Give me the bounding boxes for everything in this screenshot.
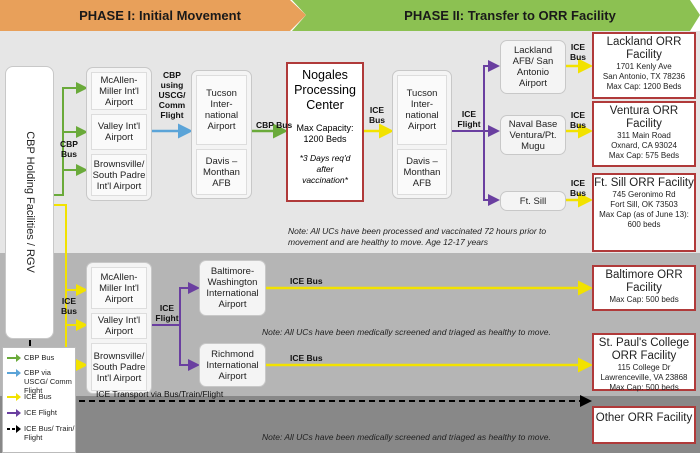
site-ftsill: Ft. Sill [500,191,566,211]
legend-ice-transport: ICE Bus/ Train/ Flight [7,424,75,442]
site-lackland: Lackland AFB/ San Antonio Airport [500,40,566,94]
phase1-airports-top: McAllen-Miller Int'l Airport Valley Int'… [86,67,152,201]
orr-ventura: Ventura ORR Facility 311 Main Road Oxnar… [592,101,696,167]
phase1-title: PHASE I: Initial Movement [79,8,241,23]
orr-ftsill-line1: 745 Geronimo Rd [612,190,676,199]
orr-stpauls-title: St. Paul's College ORR Facility [598,337,690,362]
orr-other-title: Other ORR Facility [595,412,693,424]
davis-monthan-1: Davis – Monthan AFB [196,149,247,195]
tucson-stack-2: Tucson Inter-national Airport Davis – Mo… [392,70,452,199]
orr-lackland-line2: San Antonio, TX 78236 [602,72,686,81]
orr-ventura-line1: 311 Main Road [617,131,671,140]
orr-baltimore: Baltimore ORR Facility Max Cap: 500 beds [592,265,696,311]
legend: CBP Bus CBP via USCG/ Comm Flight ICE Bu… [2,347,76,453]
orr-lackland-line1: 1701 Kenly Ave [616,62,672,71]
orr-baltimore-title: Baltimore ORR Facility [605,269,683,294]
label-ice-flight-1: ICE Flight [457,109,481,129]
note-3: Note: All UCs have been medically screen… [262,432,551,442]
orr-ftsill: Ft. Sill ORR Facility 745 Geronimo Rd Fo… [592,173,696,252]
nogales-title: Nogales Processing Center [294,68,356,112]
orr-stpauls-line2: Lawrenceville, VA 23868 [600,373,688,382]
airport-valley-top: Valley Int'l Airport [91,114,147,150]
label-ice-bus-balt: ICE Bus [290,276,323,286]
legend-label-ice-transport: ICE Bus/ Train/ Flight [24,424,75,442]
orr-ventura-line2: Oxnard, CA 93024 [611,141,677,150]
legend-purple-arrow-icon [7,409,21,417]
site-ventura: Naval Base Ventura/Pt. Mugu [500,115,566,155]
orr-stpauls-line3: Max Cap: 500 beds [609,383,679,392]
phase-header-arrows [0,0,700,31]
legend-blue-arrow-icon [7,369,21,377]
legend-cbp-bus: CBP Bus [7,353,54,362]
label-ice-bus-ventura: ICE Bus [569,110,587,130]
orr-other: Other ORR Facility [592,406,696,444]
nogales-note: *3 Days req'd after vaccination* [299,153,351,185]
label-ice-bus-left: ICE Bus [60,296,78,316]
airport-mcallen-bottom: McAllen-Miller Int'l Airport [91,267,147,309]
orr-stpauls-line1: 115 College Dr [617,363,671,372]
label-ice-bus-1: ICE Bus [368,105,386,125]
orr-ftsill-line4: 600 beds [627,220,661,229]
note-1: Note: All UCs have been processed and va… [288,226,547,247]
orr-ventura-title: Ventura ORR Facility [609,105,679,130]
legend-green-arrow-icon [7,354,21,362]
airport-baltimore-washington: Baltimore-Washington International Airpo… [199,260,266,316]
orr-lackland: Lackland ORR Facility 1701 Kenly Ave San… [592,32,696,99]
label-ice-flight-2: ICE Flight [155,303,179,323]
label-ice-bus-lackland: ICE Bus [569,42,587,62]
orr-lackland-title: Lackland ORR Facility [606,36,682,61]
airport-valley-bottom: Valley Int'l Airport [91,313,147,339]
label-ice-bus-ftsill: ICE Bus [569,178,587,198]
tucson-airport-2: Tucson Inter-national Airport [397,75,447,145]
airport-brownsville-bottom: Brownsville/ South Padre Int'l Airport [91,343,147,391]
label-ice-bus-rich: ICE Bus [290,353,323,363]
tucson-stack-1: Tucson Inter-national Airport Davis – Mo… [191,70,252,199]
orr-lackland-line3: Max Cap: 1200 Beds [606,82,682,91]
tucson-airport-1: Tucson Inter-national Airport [196,75,247,145]
label-cbp-usscg: CBP using USCG/ Comm Flight [158,70,186,120]
label-ice-transport: ICE Transport via Bus/Train/Flight [96,389,224,399]
cbp-holding-box [5,66,54,339]
phase1-airports-bottom: McAllen-Miller Int'l Airport Valley Int'… [86,262,152,394]
orr-ventura-line3: Max Cap: 575 Beds [608,151,680,160]
legend-label-cbp-bus: CBP Bus [24,353,55,362]
orr-baltimore-line1: Max Cap: 500 beds [609,295,679,304]
legend-label-ice-flight: ICE Flight [24,408,57,417]
airport-mcallen-top: McAllen-Miller Int'l Airport [91,72,147,110]
nogales-capacity: Max Capacity: 1200 Beds [296,123,354,144]
legend-label-cbp-flight: CBP via USCG/ Comm Flight [24,368,72,395]
label-cbp-bus-2: CBP Bus [256,120,293,130]
orr-ftsill-title: Ft. Sill ORR Facility [594,177,694,189]
legend-yellow-arrow-icon [7,393,21,401]
legend-ice-flight: ICE Flight [7,408,57,417]
legend-ice-bus: ICE Bus [7,392,52,401]
orr-ftsill-line3: Max Cap (as of June 13): [599,210,689,219]
orr-stpauls: St. Paul's College ORR Facility 115 Coll… [592,333,696,392]
legend-label-ice-bus: ICE Bus [24,392,52,401]
cbp-holding-label: CBP Holding Facilities / RGV [24,131,36,273]
label-cbp-bus-1: CBP Bus [60,139,78,159]
airport-brownsville-top: Brownsville/ South Padre Int'l Airport [91,154,147,196]
note-2: Note: All UCs have been medically screen… [262,327,551,337]
legend-black-dashed-arrow-icon [7,425,21,433]
davis-monthan-2: Davis – Monthan AFB [397,149,447,195]
phase2-title: PHASE II: Transfer to ORR Facility [404,8,616,23]
airport-richmond: Richmond International Airport [199,343,266,387]
orr-ftsill-line2: Fort Sill, OK 73503 [610,200,678,209]
legend-cbp-flight: CBP via USCG/ Comm Flight [7,368,75,395]
nogales-processing-center: Nogales Processing Center Max Capacity: … [286,62,364,202]
